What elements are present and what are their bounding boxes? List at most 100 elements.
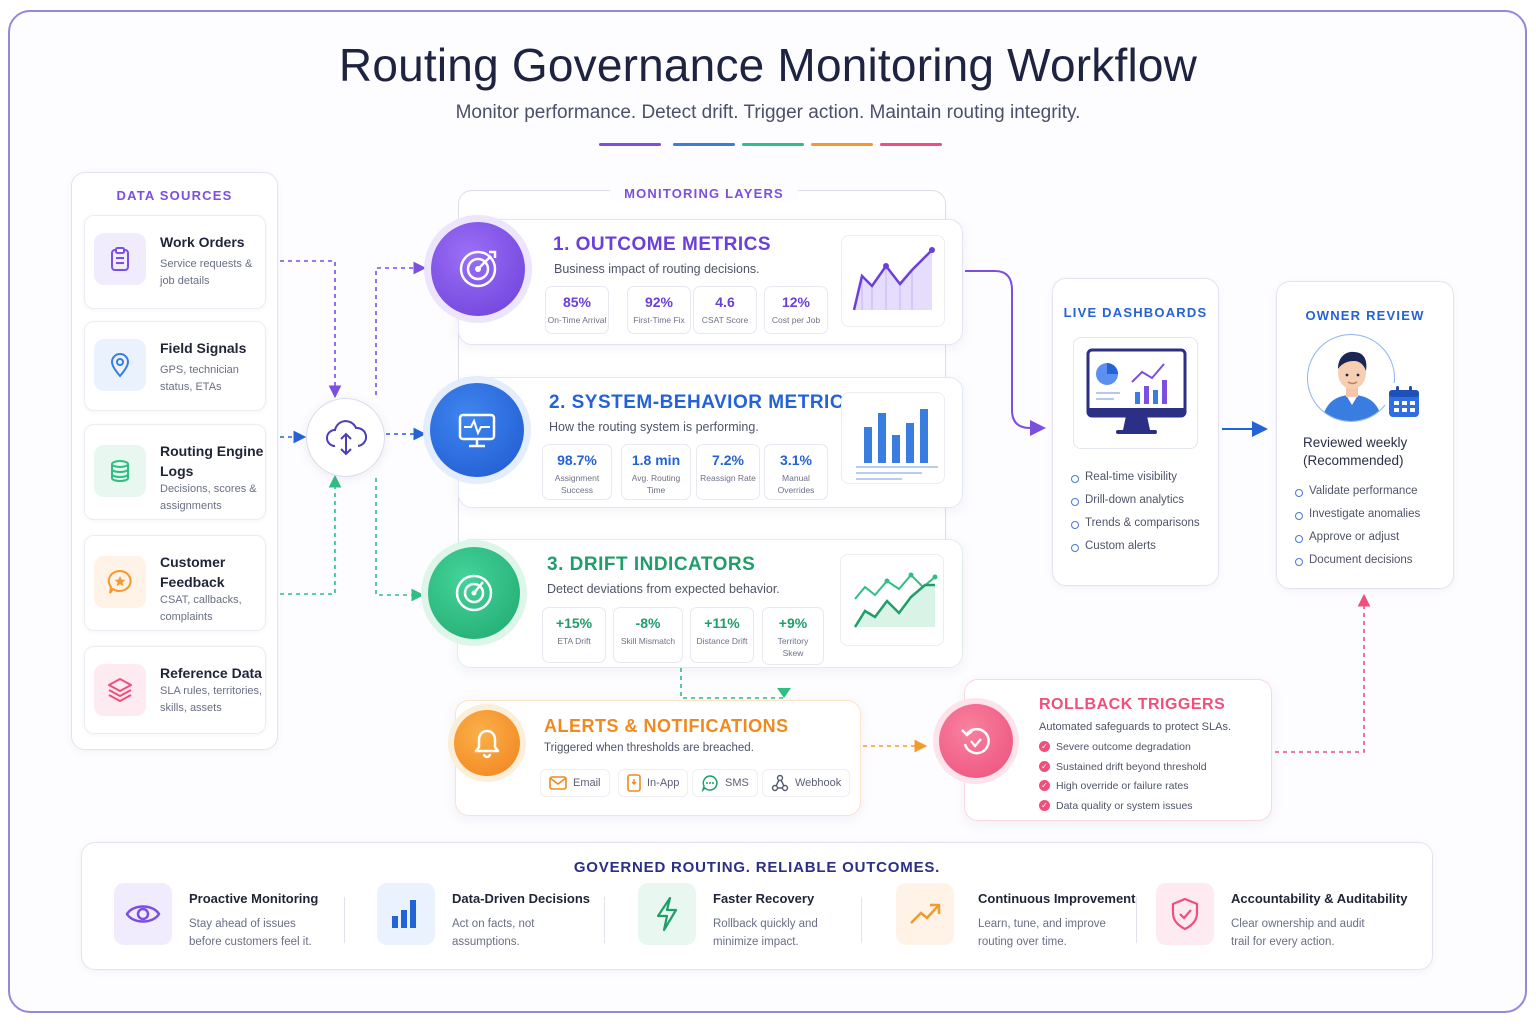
source-desc: SLA rules, territories, skills, assets bbox=[160, 685, 263, 714]
page-title: Routing Governance Monitoring Workflow bbox=[338, 39, 1198, 91]
dashboards-title: LIVE DASHBOARDS bbox=[1063, 305, 1208, 320]
radar-icon bbox=[428, 547, 520, 639]
rollback-icon bbox=[939, 704, 1013, 778]
shield-icon bbox=[1156, 883, 1214, 945]
cloud-sync-hub[interactable] bbox=[306, 398, 385, 477]
metric-territory-skew: +9%Territory Skew bbox=[762, 607, 824, 665]
owner-review-title: OWNER REVIEW bbox=[1305, 308, 1425, 323]
layer-subtitle: Detect deviations from expected behavior… bbox=[547, 582, 780, 596]
dashboard-feature: Real-time visibility bbox=[1071, 471, 1200, 494]
channel-webhook[interactable]: Webhook bbox=[762, 769, 851, 797]
rollback-title: ROLLBACK TRIGGERS bbox=[1039, 696, 1226, 713]
eye-icon bbox=[114, 883, 172, 945]
source-card-field-signals[interactable]: Field Signals GPS, technician status, ET… bbox=[84, 321, 266, 411]
benefit-desc: Learn, tune, and improve routing over ti… bbox=[978, 918, 1106, 948]
lightning-icon bbox=[638, 883, 696, 945]
review-task: Validate performance bbox=[1295, 485, 1420, 508]
location-pin-icon bbox=[94, 339, 146, 391]
monitoring-layers-title: MONITORING LAYERS bbox=[610, 184, 798, 201]
source-name: Field Signals bbox=[160, 340, 247, 356]
rollback-subtitle: Automated safeguards to protect SLAs. bbox=[1039, 721, 1232, 733]
source-desc: Service requests & job details bbox=[160, 258, 253, 287]
source-card-customer-feedback[interactable]: Customer Feedback CSAT, callbacks, compl… bbox=[84, 535, 266, 631]
metric-cost-per-job: 12%Cost per Job bbox=[764, 286, 828, 334]
alerts-title: ALERTS & NOTIFICATIONS bbox=[544, 716, 789, 736]
benefit-desc: Stay ahead of issues before customers fe… bbox=[189, 918, 312, 948]
channel-email[interactable]: Email bbox=[540, 769, 610, 797]
channel-sms[interactable]: SMS bbox=[692, 769, 758, 797]
cloud-sync-icon bbox=[325, 419, 367, 455]
alerts-panel[interactable]: ALERTS & NOTIFICATIONS Triggered when th… bbox=[455, 700, 861, 816]
source-name: Reference Data bbox=[160, 665, 262, 681]
review-task: Approve or adjust bbox=[1295, 531, 1420, 554]
monitor-pulse-icon bbox=[430, 383, 524, 477]
drift-trend-thumbnail bbox=[840, 554, 944, 646]
drift-indicators-layer[interactable]: 3. DRIFT INDICATORS Detect deviations fr… bbox=[457, 539, 963, 668]
accent-dash bbox=[880, 143, 942, 146]
data-sources-panel: DATA SOURCES Work Orders Service request… bbox=[71, 172, 278, 750]
layers-icon bbox=[94, 664, 146, 716]
layer-title: 2. SYSTEM-BEHAVIOR METRICS bbox=[549, 392, 858, 413]
live-dashboards-panel[interactable]: LIVE DASHBOARDS Real-time visibility Dri… bbox=[1052, 278, 1219, 586]
source-card-work-orders[interactable]: Work Orders Service requests & job detai… bbox=[84, 215, 266, 309]
accent-dash bbox=[811, 143, 873, 146]
star-chat-icon bbox=[94, 556, 146, 608]
benefit-desc: Clear ownership and audit trail for ever… bbox=[1231, 918, 1365, 948]
alerts-subtitle: Triggered when thresholds are breached. bbox=[544, 742, 754, 754]
accent-dash bbox=[742, 143, 804, 146]
dashboard-feature: Custom alerts bbox=[1071, 540, 1200, 563]
owner-avatar bbox=[1307, 334, 1395, 422]
system-behavior-layer[interactable]: 2. SYSTEM-BEHAVIOR METRICS How the routi… bbox=[458, 377, 963, 508]
target-icon bbox=[431, 222, 525, 316]
rollback-item: Sustained drift beyond threshold bbox=[1039, 760, 1207, 781]
benefit-name: Data-Driven Decisions bbox=[452, 891, 590, 906]
divider bbox=[344, 897, 345, 943]
rollback-triggers-panel[interactable]: ROLLBACK TRIGGERS Automated safeguards t… bbox=[964, 679, 1272, 821]
source-name: Customer Feedback bbox=[160, 554, 226, 590]
metric-first-time-fix: 92%First-Time Fix bbox=[627, 286, 691, 334]
trend-up-icon bbox=[896, 883, 954, 945]
system-bars-thumbnail bbox=[841, 392, 945, 484]
database-icon bbox=[94, 445, 146, 497]
metric-on-time-arrival: 85%On-Time Arrival bbox=[545, 286, 609, 334]
metric-assignment-success: 98.7%Assignment Success bbox=[542, 444, 612, 500]
benefit-desc: Act on facts, not assumptions. bbox=[452, 918, 535, 948]
source-card-reference-data[interactable]: Reference Data SLA rules, territories, s… bbox=[84, 646, 266, 734]
benefit-name: Accountability & Auditability bbox=[1231, 891, 1408, 906]
dashboard-feature: Trends & comparisons bbox=[1071, 517, 1200, 540]
rollback-item: Data quality or system issues bbox=[1039, 799, 1207, 820]
outcome-metrics-layer[interactable]: 1. OUTCOME METRICS Business impact of ro… bbox=[458, 219, 963, 345]
page-subtitle: Monitor performance. Detect drift. Trigg… bbox=[455, 102, 1081, 123]
owner-review-panel[interactable]: OWNER REVIEW Reviewed weekly (Recommende… bbox=[1276, 281, 1454, 589]
email-icon bbox=[549, 776, 567, 790]
metric-eta-drift: +15%ETA Drift bbox=[542, 607, 606, 663]
accent-dash bbox=[673, 143, 735, 146]
source-name: Work Orders bbox=[160, 234, 245, 250]
calendar-icon bbox=[1385, 383, 1423, 421]
rollback-item: High override or failure rates bbox=[1039, 780, 1207, 800]
review-cadence: Reviewed weekly (Recommended) bbox=[1303, 435, 1408, 468]
benefit-desc: Rollback quickly and minimize impact. bbox=[713, 918, 818, 948]
webhook-icon bbox=[771, 774, 789, 792]
owner-review-tasks: Validate performance Investigate anomali… bbox=[1295, 485, 1420, 577]
in-app-icon bbox=[627, 774, 641, 792]
layer-title: 1. OUTCOME METRICS bbox=[553, 234, 772, 255]
layer-subtitle: How the routing system is performing. bbox=[549, 420, 759, 434]
rollback-list: Severe outcome degradation Sustained dri… bbox=[1039, 741, 1207, 819]
accent-dash bbox=[599, 143, 661, 146]
layer-title: 3. DRIFT INDICATORS bbox=[547, 554, 756, 575]
rollback-item: Severe outcome degradation bbox=[1039, 741, 1207, 761]
dashboards-features: Real-time visibility Drill-down analytic… bbox=[1071, 471, 1200, 563]
layer-subtitle: Business impact of routing decisions. bbox=[554, 262, 760, 276]
source-card-routing-engine-logs[interactable]: Routing Engine Logs Decisions, scores & … bbox=[84, 424, 266, 520]
divider bbox=[604, 897, 605, 943]
metric-skill-mismatch: -8%Skill Mismatch bbox=[613, 607, 683, 663]
metric-distance-drift: +11%Distance Drift bbox=[690, 607, 754, 663]
source-desc: Decisions, scores & assignments bbox=[160, 483, 257, 512]
channel-in-app[interactable]: In-App bbox=[618, 769, 689, 797]
sms-icon bbox=[701, 775, 718, 792]
clipboard-icon bbox=[94, 233, 146, 285]
metric-reassign-rate: 7.2%Reassign Rate bbox=[696, 444, 760, 500]
